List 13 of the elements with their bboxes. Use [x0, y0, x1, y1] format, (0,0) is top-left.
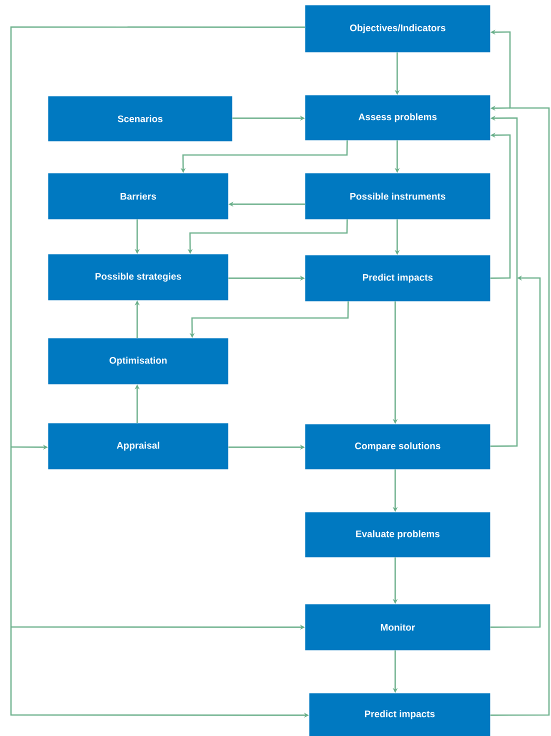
process-box: Predict impacts [309, 693, 490, 736]
process-box: Possible strategies [48, 254, 228, 300]
process-box: Evaluate problems [305, 512, 490, 558]
process-box: Appraisal [48, 423, 228, 470]
process-box: Possible instruments [305, 173, 490, 220]
process-box: Objectives/Indicators [305, 5, 490, 52]
process-box: Assess problems [305, 95, 490, 140]
process-box: Optimisation [48, 338, 228, 384]
process-box: Predict impacts [305, 255, 490, 302]
process-box: Compare solutions [305, 424, 490, 470]
process-box: Monitor [305, 604, 490, 650]
process-box: Scenarios [48, 96, 232, 142]
process-box: Barriers [48, 173, 228, 220]
